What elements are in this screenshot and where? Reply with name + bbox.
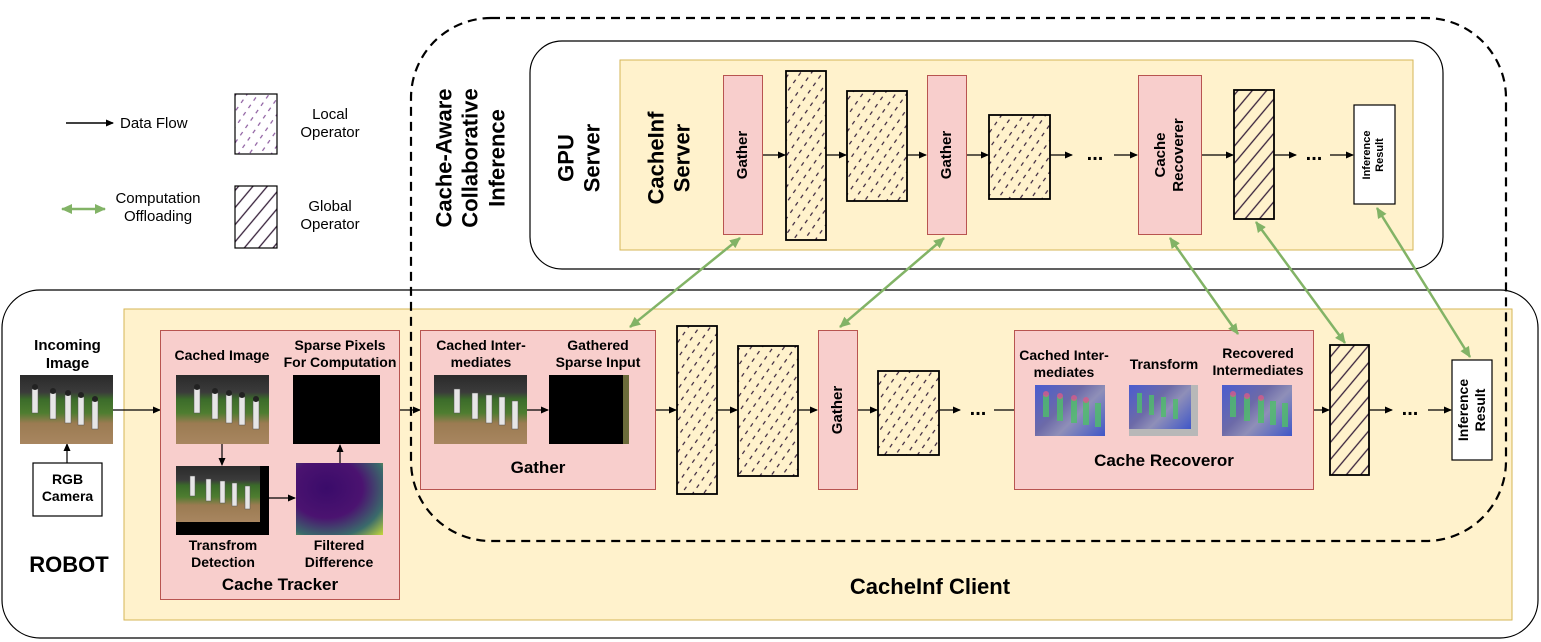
client-local-operator-1 — [676, 325, 718, 495]
recovered-intermediates-image — [1222, 385, 1292, 436]
server-gather-block-2 — [927, 75, 967, 235]
legend-global-operator-label: Global Operator — [300, 198, 360, 233]
legend-data-flow-label: Data Flow — [120, 115, 188, 132]
client-inference-result-label: Inference Result — [1455, 378, 1488, 442]
client-ellipsis-2: ... — [1401, 398, 1419, 420]
legend-local-operator-swatch — [234, 93, 278, 155]
server-inference-result-box — [1353, 104, 1396, 205]
recoveror-cached-intermediates-image — [1035, 385, 1105, 436]
transform-detection-label: Transfrom Detection — [188, 537, 258, 570]
cache-aware-boundary — [409, 16, 1508, 543]
client-inference-result-box — [1451, 359, 1493, 461]
client-local-operator-3 — [877, 370, 940, 456]
client-ellipsis-1: ... — [969, 398, 987, 420]
sparse-pixels-label: Sparse Pixels For Computation — [283, 337, 397, 370]
server-gather-block-1 — [723, 75, 763, 235]
cacheinf-server-title: CacheInf Server — [643, 111, 695, 205]
server-ellipsis-1: ... — [1086, 143, 1104, 165]
gather-cached-intermediates-label: Cached Inter- mediates — [436, 337, 526, 370]
cached-image-photo — [176, 375, 269, 444]
server-gather-label-1: Gather — [734, 130, 751, 180]
server-local-operator-1 — [785, 70, 827, 241]
server-local-operator-2 — [846, 90, 908, 202]
recoveror-transform-label: Transform — [1129, 356, 1199, 372]
legend-global-operator-swatch — [234, 185, 278, 249]
transform-detection-photo — [176, 466, 269, 535]
sparse-pixels-image — [293, 375, 380, 444]
server-gather-label-2: Gather — [938, 130, 955, 180]
gpu-server-title: GPU Server — [553, 123, 605, 193]
incoming-image-photo — [20, 375, 113, 444]
cache-recoveror-title: Cache Recoveror — [1094, 451, 1234, 470]
cache-tracker-title: Cache Tracker — [221, 575, 339, 594]
rgb-camera-label: RGB Camera — [41, 471, 94, 504]
server-ellipsis-2: ... — [1305, 143, 1323, 165]
cached-image-label: Cached Image — [174, 347, 270, 363]
server-cache-recoverer-block — [1138, 75, 1202, 235]
legend-offloading-label: Computation Offloading — [115, 190, 201, 225]
gather-block-title: Gather — [510, 458, 566, 477]
recoveror-cached-intermediates-label: Cached Inter- mediates — [1019, 347, 1109, 380]
client-gather-operator — [818, 330, 858, 490]
client-global-operator — [1329, 344, 1370, 476]
cacheinf-client-title: CacheInf Client — [849, 574, 1011, 599]
rgb-camera-box — [32, 462, 103, 517]
server-cache-recoverer-label: Cache Recoverer — [1152, 118, 1187, 192]
robot-title: ROBOT — [29, 552, 109, 577]
cache-aware-title: Cache-Aware Collaborative Inference — [431, 88, 510, 228]
incoming-image-label: Incoming Image — [34, 337, 101, 372]
gathered-sparse-input-image — [549, 375, 629, 444]
gather-cached-intermediates-photo — [434, 375, 527, 444]
filtered-difference-label: Filtered Difference — [304, 537, 374, 570]
transform-image — [1129, 385, 1198, 436]
recovered-intermediates-label: Recovered Intermediates — [1212, 345, 1304, 378]
server-local-operator-3 — [988, 114, 1051, 200]
client-local-operator-2 — [737, 345, 799, 477]
filtered-difference-image — [296, 463, 383, 535]
server-inference-result-label: Inference Result — [1360, 130, 1386, 180]
legend-local-operator-label: Local Operator — [300, 106, 360, 141]
gathered-sparse-input-label: Gathered Sparse Input — [555, 337, 641, 370]
client-gather-label: Gather — [829, 385, 846, 435]
server-global-operator — [1233, 89, 1275, 220]
